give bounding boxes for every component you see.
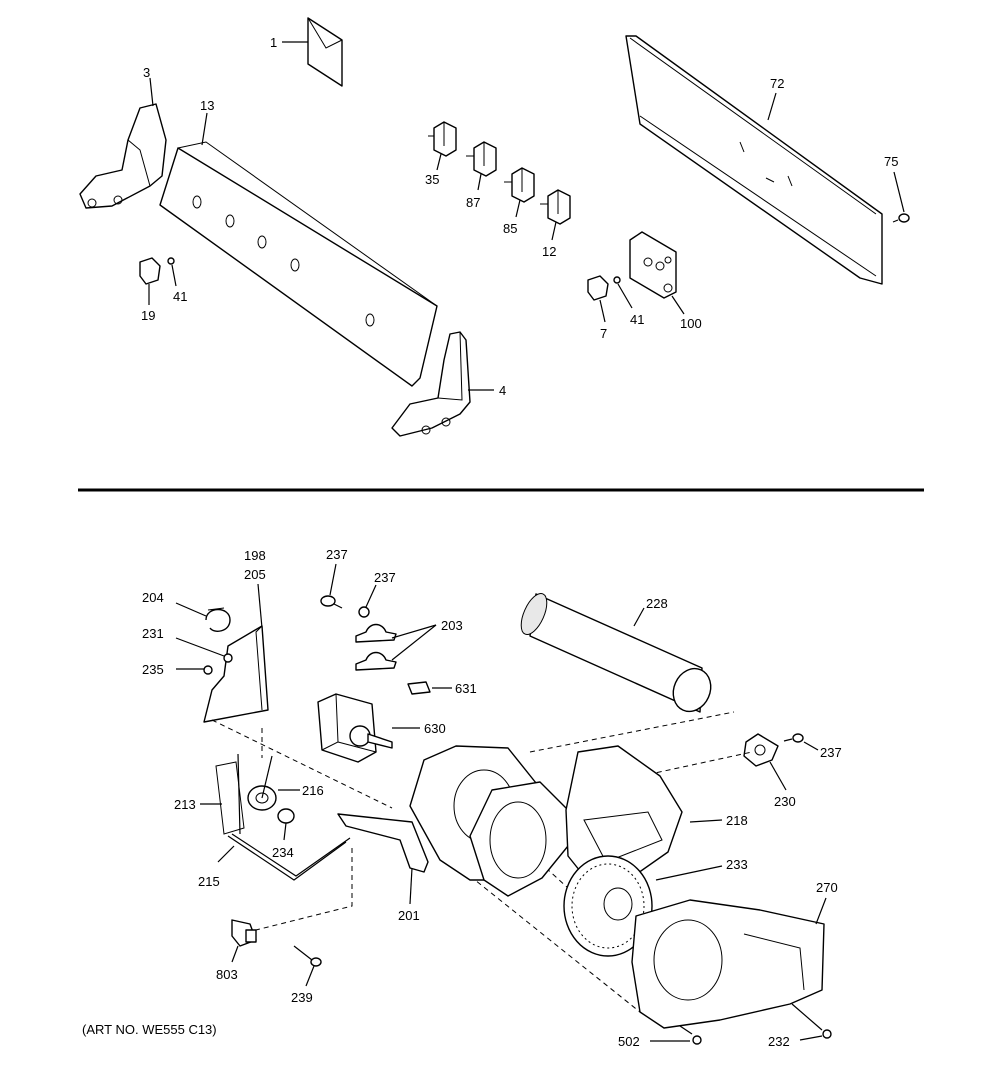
callout-12: 12 bbox=[542, 244, 556, 259]
callout-72: 72 bbox=[770, 76, 784, 91]
callout-803: 803 bbox=[216, 967, 238, 982]
callout-201: 233 bbox=[726, 857, 748, 872]
callout-233: 201 bbox=[398, 908, 420, 923]
callout-87: 87 bbox=[466, 195, 480, 210]
part-12-switch bbox=[540, 189, 571, 225]
part-270-blower-cover bbox=[631, 899, 825, 1029]
callout-85: 85 bbox=[503, 221, 517, 236]
part-3-end-cap-left bbox=[79, 103, 167, 209]
part-237-screw-c bbox=[783, 733, 804, 743]
callout-13: 13 bbox=[200, 98, 214, 113]
callout-204: 204 bbox=[142, 590, 164, 605]
callout-203: 203 bbox=[441, 618, 463, 633]
part-41-clip-right bbox=[613, 276, 621, 284]
part-218-blower-housing bbox=[409, 745, 683, 897]
part-19-knob bbox=[139, 257, 161, 285]
callout-270: 270 bbox=[816, 880, 838, 895]
callout-235: 235 bbox=[142, 662, 164, 677]
part-87-switch bbox=[466, 141, 497, 177]
callout-41-left: 41 bbox=[173, 289, 187, 304]
callout-218: 218 bbox=[726, 813, 748, 828]
callout-237-a: 237 bbox=[326, 547, 348, 562]
part-631-switch bbox=[407, 681, 431, 695]
callout-100: 100 bbox=[680, 316, 702, 331]
callout-232: 232 bbox=[768, 1034, 790, 1049]
callout-502: 502 bbox=[618, 1034, 640, 1049]
callout-237-c: 237 bbox=[820, 745, 842, 760]
part-234-washer bbox=[277, 808, 295, 824]
part-4-end-cap-right bbox=[391, 331, 471, 437]
part-230-bearing bbox=[743, 733, 779, 767]
callout-1: 1 bbox=[270, 35, 277, 50]
part-7-knob bbox=[587, 275, 609, 301]
callout-205: 205 bbox=[244, 567, 266, 582]
part-1-envelope bbox=[307, 17, 343, 87]
part-232-screw bbox=[791, 1003, 832, 1039]
part-231-screw bbox=[223, 653, 233, 663]
part-237-screw-a bbox=[320, 595, 343, 609]
callout-231: 231 bbox=[142, 626, 164, 641]
part-203-motor-clamp bbox=[355, 623, 397, 671]
part-85-switch bbox=[504, 167, 535, 203]
callout-228: 228 bbox=[646, 596, 668, 611]
part-228-exhaust-duct bbox=[520, 592, 712, 713]
callout-3: 3 bbox=[143, 65, 150, 80]
part-235-screw bbox=[203, 665, 213, 675]
part-13-control-panel bbox=[159, 141, 438, 387]
part-630-drive-motor bbox=[317, 693, 393, 763]
callout-19: 19 bbox=[141, 308, 155, 323]
part-237-screw-b bbox=[358, 606, 370, 618]
callout-239: 239 bbox=[291, 990, 313, 1005]
callout-631: 631 bbox=[455, 681, 477, 696]
part-205-motor-bracket bbox=[203, 625, 269, 723]
part-100-timer bbox=[629, 231, 677, 299]
callout-630: 630 bbox=[424, 721, 446, 736]
part-204-clip bbox=[205, 607, 231, 632]
part-201-blower-wheel bbox=[563, 855, 653, 957]
part-72-back-panel bbox=[625, 35, 883, 285]
part-75-screw bbox=[892, 213, 910, 223]
part-233-blower-support bbox=[337, 813, 429, 873]
callout-213: 213 bbox=[174, 797, 196, 812]
callout-7: 7 bbox=[600, 326, 607, 341]
part-213-idler-arm bbox=[215, 753, 245, 835]
callout-216: 216 bbox=[302, 783, 324, 798]
callout-4: 4 bbox=[499, 383, 506, 398]
part-502-screw bbox=[679, 1025, 702, 1045]
part-41-clip bbox=[167, 257, 175, 265]
part-216-idler-pulley bbox=[247, 755, 277, 811]
part-35-switch bbox=[428, 121, 457, 157]
part-803-thermostat bbox=[231, 919, 257, 947]
callout-230: 230 bbox=[774, 794, 796, 809]
callout-198: 198 bbox=[244, 548, 266, 563]
part-239-screw bbox=[310, 957, 322, 967]
callout-215: 215 bbox=[198, 874, 220, 889]
callout-35: 35 bbox=[425, 172, 439, 187]
art-number-label: (ART NO. WE555 C13) bbox=[82, 1022, 217, 1037]
part-215-idler-spring bbox=[227, 833, 351, 881]
callout-75: 75 bbox=[884, 154, 898, 169]
callout-234: 234 bbox=[272, 845, 294, 860]
callout-237-b: 237 bbox=[374, 570, 396, 585]
callout-41-right: 41 bbox=[630, 312, 644, 327]
